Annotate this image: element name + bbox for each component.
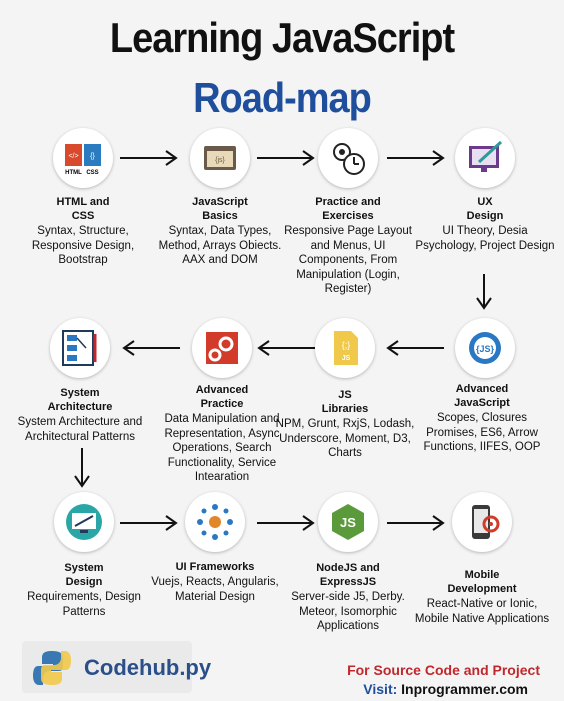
arrow-right-icon — [120, 150, 178, 166]
js-small-glyph: JS — [342, 355, 351, 362]
gear-box-icon — [192, 318, 252, 378]
network-nodes-icon — [185, 492, 245, 552]
node-title: Mobile Development — [447, 569, 517, 595]
footer-visit: Visit: Inprogrammer.com — [363, 681, 528, 697]
brand-name: Codehub.py — [84, 655, 212, 680]
code-window-icon: {js} — [190, 128, 250, 188]
node-js-glyph: JS — [340, 515, 356, 530]
node-desc: NPM, Grunt, RxjS, Lodash, Underscore, Mo… — [275, 418, 415, 459]
node-mobile-development: Mobile Development React-Native or Ionic… — [412, 568, 552, 626]
css-label: CSS — [86, 170, 98, 176]
arrow-down-icon — [74, 448, 90, 488]
arrow-right-icon — [387, 150, 445, 166]
node-desc: System Architecture and Architectural Pa… — [17, 416, 143, 443]
node-title: System Design — [64, 562, 104, 588]
node-html-css: HTML and CSS Syntax, Structure, Responsi… — [13, 195, 153, 268]
js-gear-icon: {JS} — [455, 318, 515, 378]
brand-badge: Codehub.py — [22, 641, 211, 693]
arrow-right-icon — [257, 150, 315, 166]
node-title: System Architecture — [47, 387, 113, 413]
html-label: HTML — [65, 170, 82, 176]
architecture-diagram-icon — [50, 318, 110, 378]
node-desc: Scopes, Closures Promises, ES6, Arrow Fu… — [423, 412, 541, 453]
node-advanced-js: Advanced JavaScript Scopes, Closures Pro… — [412, 382, 552, 455]
node-practice: Practice and Exercises Responsive Page L… — [278, 195, 418, 297]
node-title: UX Design — [466, 196, 504, 222]
node-title: JavaScript Basics — [192, 196, 248, 222]
node-js-basics: JavaScript Basics Syntax, Data Types, Me… — [150, 195, 290, 268]
node-nodejs-expressjs: NodeJS and ExpressJS Server-side J5, Der… — [278, 561, 418, 634]
node-desc: React-Native or Ionic, Mobile Native App… — [414, 598, 550, 625]
html-glyph: </> — [68, 153, 78, 160]
node-title: NodeJS and ExpressJS — [316, 562, 380, 588]
node-system-design: System Design Requirements, Design Patte… — [14, 561, 154, 619]
js-paren-glyph: {JS} — [476, 344, 495, 354]
arrow-left-icon — [257, 340, 315, 356]
design-monitor-icon — [455, 128, 515, 188]
js-file-icon: {;} JS — [315, 318, 375, 378]
node-advanced-practice: Advanced Practice Data Manipulation and … — [152, 383, 292, 485]
system-design-icon — [54, 492, 114, 552]
python-logo-icon — [33, 651, 71, 685]
node-title: Advanced Practice — [195, 384, 249, 410]
node-title: Advanced JavaScript — [454, 383, 510, 409]
css-glyph: {} — [90, 153, 95, 160]
node-desc: Syntax, Data Types, Method, Arrays Obiec… — [158, 225, 282, 266]
node-desc: Syntax, Structure, Responsive Design, Bo… — [31, 225, 135, 266]
arrow-down-icon — [476, 274, 492, 310]
node-js-libraries: JS Libraries NPM, Grunt, RxjS, Lodash, U… — [275, 388, 415, 461]
node-desc: Requirements, Design Patterns — [27, 591, 141, 618]
visit-label: Visit: — [363, 681, 398, 697]
page-subtitle: Road-map — [193, 75, 372, 123]
arrow-right-icon — [120, 515, 178, 531]
node-system-architecture: System Architecture System Architecture … — [10, 386, 150, 444]
node-title: Practice and Exercises — [315, 196, 381, 222]
js-braces-glyph: {;} — [342, 340, 351, 350]
node-desc: Vuejs, Reacts, Angularis, Material Desig… — [151, 576, 279, 603]
node-title: UI Frameworks — [175, 561, 255, 573]
js-brace-glyph: {js} — [215, 157, 225, 164]
node-title: HTML and CSS — [56, 196, 110, 222]
html-css-icon: </> {} HTML CSS — [53, 128, 113, 188]
visit-url[interactable]: Inprogrammer.com — [401, 681, 528, 697]
node-desc: Responsive Page Layout and Menus, UI Com… — [284, 225, 412, 295]
arrow-right-icon — [257, 515, 315, 531]
arrow-right-icon — [387, 515, 445, 531]
node-title: JS Libraries — [321, 389, 369, 415]
mobile-gear-icon — [452, 492, 512, 552]
nodejs-hexagon-icon: JS — [318, 492, 378, 552]
node-desc: Server-side J5, Derby. Meteor, Isomorphi… — [291, 591, 405, 632]
arrow-left-icon — [386, 340, 444, 356]
node-desc: Data Manipulation and Representation, As… — [164, 413, 280, 483]
node-ux-design: UX Design UI Theory, Desia Psychology, P… — [415, 195, 555, 253]
node-ui-frameworks: UI Frameworks Vuejs, Reacts, Angularis, … — [145, 560, 285, 604]
page-title: Learning JavaScript — [109, 15, 455, 63]
arrow-left-icon — [122, 340, 180, 356]
footer-cta: For Source Code and Project — [347, 662, 540, 678]
gears-clock-icon — [318, 128, 378, 188]
node-desc: UI Theory, Desia Psychology, Project Des… — [415, 225, 555, 252]
